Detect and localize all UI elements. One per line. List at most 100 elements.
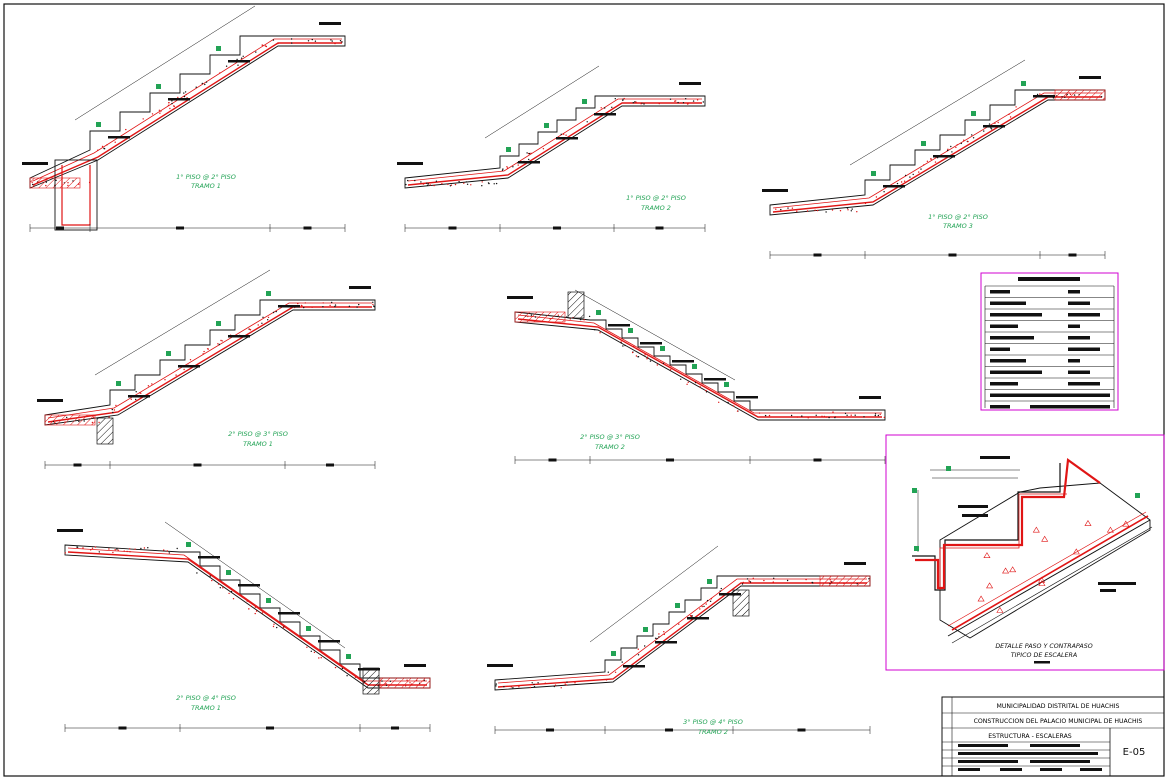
landing-label [37,399,63,402]
support-beam [567,291,585,319]
dimension-value [326,463,334,467]
detail-frame [885,434,1165,671]
green-step-marker [724,382,729,387]
flight-bottom-rebar [32,42,342,186]
concrete-aggregate-dot [177,96,179,99]
concrete-aggregate-dot [163,549,165,551]
aggregate-triangle [1072,548,1080,555]
concrete-aggregate-dot [506,167,509,169]
green-step-marker [611,651,616,656]
concrete-aggregate-dot [623,97,625,100]
flight-top-rebar [772,92,1102,209]
step-label [556,137,578,140]
concrete-aggregate-dot [272,625,275,628]
step-label [228,335,250,338]
step-label [518,161,540,164]
landing-hatch-right [379,677,431,689]
concrete-aggregate-dot [588,315,591,318]
step-label [278,305,300,308]
concrete-aggregate-dot [282,626,285,629]
title-project: CONSTRUCCION DEL PALACIO MUNICIPAL DE HU… [974,718,1143,725]
dimension-value [655,226,664,230]
title-block-frame [941,696,1165,777]
dimension-value [193,463,202,467]
concrete-aggregate-dot [267,316,270,319]
concrete-aggregate-dot [246,600,248,602]
support-beam [96,417,114,445]
flight-concrete-outline [404,95,706,189]
concrete-aggregate-dot [791,207,794,209]
concrete-aggregate-dot [611,106,613,109]
concrete-aggregate-dot [644,354,646,356]
concrete-aggregate-dot [249,329,252,331]
flight-top-rebar [32,38,342,182]
dimension-value [303,226,312,230]
concrete-aggregate-dot [307,40,310,42]
legend-row-label [990,359,1026,363]
concrete-aggregate-dot [117,549,119,551]
concrete-aggregate-dot [875,196,878,198]
dimension-value [666,458,674,462]
green-step-marker [346,654,351,659]
landing-label [859,396,881,399]
tb-field-8 [1040,768,1062,771]
step-label [608,324,630,327]
concrete-aggregate-dot [983,130,985,132]
legend-table [980,272,1119,411]
concrete-aggregate-dot [815,414,817,416]
dimension-value [813,458,822,462]
dimension-value [546,728,554,732]
concrete-aggregate-dot [640,103,642,105]
concrete-aggregate-dot [125,128,127,131]
concrete-aggregate-dot [228,592,230,595]
flight-caption-4: 2° PISO @ 3° PISO TRAMO 1 [228,430,288,448]
concrete-aggregate-dot [276,626,278,629]
concrete-aggregate-dot [322,306,324,308]
slope-dimension [849,59,1026,166]
concrete-aggregate-dot [220,339,222,342]
concrete-aggregate-dot [780,208,782,211]
concrete-aggregate-dot [632,102,634,104]
concrete-aggregate-dot [207,348,209,350]
concrete-aggregate-dot [814,209,816,211]
concrete-aggregate-dot [166,550,168,552]
support-beam [362,667,380,695]
concrete-aggregate-dot [748,580,751,582]
concrete-aggregate-dot [255,610,258,612]
concrete-aggregate-dot [620,342,622,344]
concrete-aggregate-dot [331,301,333,304]
concrete-aggregate-dot [147,547,149,549]
concrete-aggregate-dot [1008,113,1010,116]
flight-caption-6: 2° PISO @ 4° PISO TRAMO 1 [176,694,236,712]
concrete-aggregate-dot [851,208,853,210]
concrete-aggregate-dot [217,583,220,585]
green-step-marker [1021,81,1026,86]
step-label [108,136,130,139]
concrete-aggregate-dot [441,183,443,185]
concrete-aggregate-dot [709,600,712,602]
green-step-marker [544,123,549,128]
legend-row-value [1030,393,1110,397]
concrete-aggregate-dot [159,112,161,114]
concrete-aggregate-dot [237,64,239,66]
concrete-aggregate-dot [599,332,601,334]
detail-bottom-rebar-2 [947,511,1147,627]
flight-caption-5-line1: 2° PISO @ 3° PISO [580,433,640,441]
stair-flight-7 [487,545,871,734]
concrete-aggregate-dot [764,414,767,417]
concrete-aggregate-dot [160,110,162,112]
dimension-value [548,458,557,462]
concrete-aggregate-dot [790,414,793,417]
landing-label [349,286,371,289]
concrete-aggregate-dot [656,364,658,366]
green-step-marker [116,381,121,386]
step-label [983,125,1005,128]
concrete-aggregate-dot [463,182,465,184]
concrete-aggregate-dot [129,551,131,553]
concrete-aggregate-dot [222,587,224,589]
concrete-aggregate-dot [874,413,877,415]
concrete-aggregate-dot [553,685,555,688]
concrete-aggregate-dot [297,302,299,305]
concrete-aggregate-dot [310,650,312,652]
dimension-value [553,226,561,230]
